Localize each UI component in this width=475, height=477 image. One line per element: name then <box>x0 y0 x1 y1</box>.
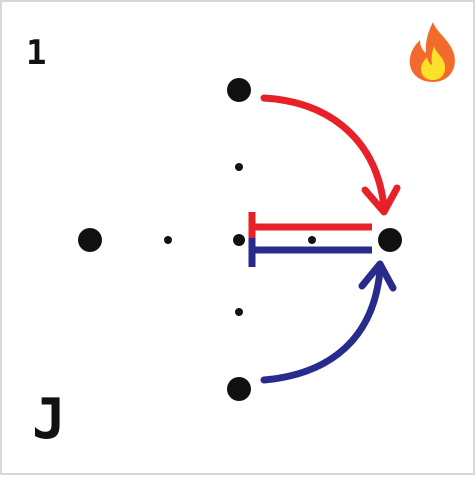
corner-letter: J <box>32 387 66 452</box>
blue-curved-arrow <box>260 266 384 384</box>
red-arrowhead <box>361 184 401 216</box>
dot-right <box>378 228 402 252</box>
flame-inner <box>421 46 446 80</box>
red-curved-arrow <box>260 94 388 211</box>
fire-icon <box>409 22 455 82</box>
dot-left <box>78 228 102 252</box>
dot-bottom <box>227 377 251 401</box>
dot-left-small <box>164 236 172 244</box>
corner-number: 1 <box>26 33 47 73</box>
dot-center <box>233 234 245 246</box>
dot-upper-small <box>235 163 243 171</box>
dot-lower-small <box>235 308 243 316</box>
dot-top <box>227 78 251 102</box>
blue-arrowhead <box>358 260 397 292</box>
dot-right-small <box>308 236 316 244</box>
